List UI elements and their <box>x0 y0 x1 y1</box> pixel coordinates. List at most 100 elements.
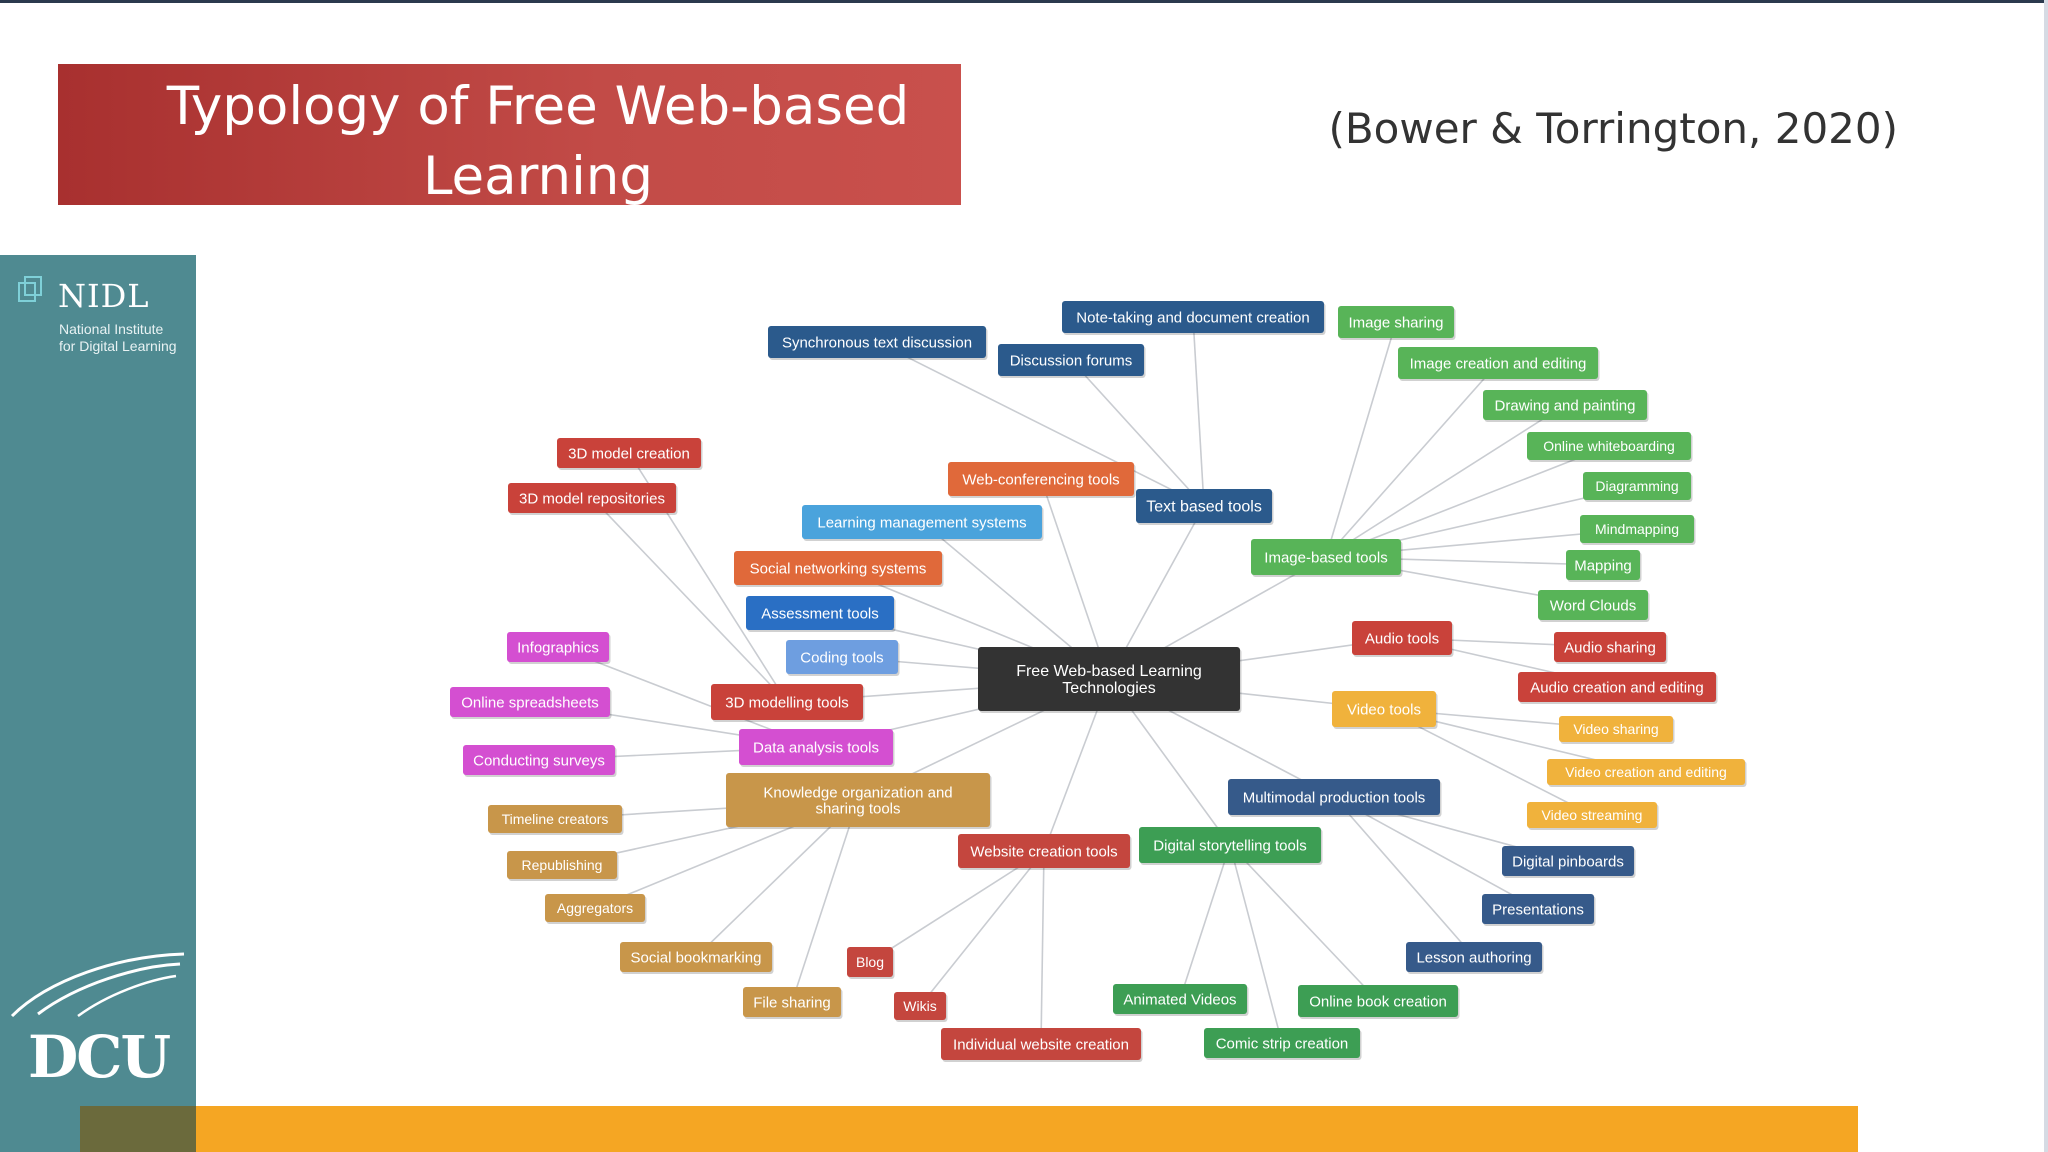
top-border <box>0 0 2048 3</box>
mindmap-node-audio: Audio tools <box>1352 621 1454 657</box>
wikis-label: Wikis <box>903 998 936 1014</box>
dcu-logo-text: DCU <box>28 1023 171 1091</box>
indiv-label: Individual website creation <box>953 1036 1129 1053</box>
edge-image-icreate <box>1325 362 1499 558</box>
know-label-2: sharing tools <box>815 800 900 817</box>
citation: (Bower & Torrington, 2020) <box>1328 104 1898 153</box>
surveys-label: Conducting surveys <box>473 752 605 769</box>
mindmap-node-mapping: Mapping <box>1566 550 1642 582</box>
notes-label: Note-taking and document creation <box>1076 309 1309 326</box>
mindmap-node-bookm: Social bookmarking <box>620 942 774 974</box>
mindmap-node-vstream: Video streaming <box>1527 802 1659 830</box>
edge-story-comic <box>1229 844 1283 1044</box>
mind-label: Mindmapping <box>1595 521 1679 537</box>
mindmap-node-mind: Mindmapping <box>1580 515 1696 545</box>
mindmap-node-lesson: Lesson authoring <box>1406 942 1544 974</box>
mindmap-node-wikis: Wikis <box>894 992 948 1022</box>
mindmap-node-notes: Note-taking and document creation <box>1062 301 1326 335</box>
anim-label: Animated Videos <box>1123 991 1236 1008</box>
white-label: Online whiteboarding <box>1543 438 1675 454</box>
mindmap-node-files: File sharing <box>743 987 843 1019</box>
forums-label: Discussion forums <box>1010 352 1133 369</box>
right-border <box>2044 0 2048 1152</box>
mindmap-node-forums: Discussion forums <box>998 344 1146 378</box>
bookm-label: Social bookmarking <box>631 949 762 966</box>
mapping-label: Mapping <box>1574 557 1632 574</box>
mindmap-node-surveys: Conducting surveys <box>463 745 617 777</box>
mindmap-node-image: Image-based tools <box>1251 539 1403 577</box>
mindmap-node-infog: Infographics <box>507 632 611 664</box>
files-label: File sharing <box>753 994 831 1011</box>
data-label: Data analysis tools <box>753 739 879 756</box>
mindmap-node-text: Text based tools <box>1136 489 1274 525</box>
slide-title: Typology of Free Web-based Learning Tech… <box>166 76 910 205</box>
edge-story-anim <box>1179 844 1231 1000</box>
mindmap-node-data: Data analysis tools <box>739 729 895 767</box>
mindmap-node-website: Website creation tools <box>958 834 1132 870</box>
dcu-swoosh-icon <box>10 952 185 1018</box>
center-label-2: Technologies <box>1062 680 1155 697</box>
clouds-label: Word Clouds <box>1550 597 1636 614</box>
ashare-label: Audio sharing <box>1564 639 1656 656</box>
mindmap-node-timeline: Timeline creators <box>488 805 624 835</box>
edge-story-book <box>1229 844 1379 1002</box>
mindmap-node-coding: Coding tools <box>786 640 900 676</box>
mindmap-node-indiv: Individual website creation <box>941 1028 1143 1062</box>
mindmap-node-present: Presentations <box>1482 894 1596 926</box>
mindmap-node-blog: Blog <box>847 947 895 979</box>
coding-label: Coding tools <box>800 649 883 666</box>
mindmap-node-ishare: Image sharing <box>1338 306 1456 340</box>
nidl-book-icon <box>18 276 42 302</box>
assess-label: Assessment tools <box>761 605 879 622</box>
m3dc-label: 3D model creation <box>568 445 690 462</box>
edge-image-draw <box>1325 404 1566 558</box>
book-label: Online book creation <box>1309 993 1447 1010</box>
mindmap-node-model3d: 3D modelling tools <box>711 684 865 722</box>
mindmap-node-white: Online whiteboarding <box>1527 432 1693 462</box>
mindmap-node-repub: Republishing <box>507 851 619 881</box>
slide-title-banner: Typology of Free Web-based Learning Tech… <box>58 64 961 205</box>
blog-label: Blog <box>856 954 884 970</box>
image-label: Image-based tools <box>1264 549 1387 566</box>
present-label: Presentations <box>1492 901 1584 918</box>
sheets-label: Online spreadsheets <box>461 694 599 711</box>
edge-image-white <box>1325 445 1610 558</box>
mindmap-node-multi: Multimodal production tools <box>1228 779 1442 817</box>
nidl-logo-title: NIDL <box>58 277 150 315</box>
mindmap-node-acreate: Audio creation and editing <box>1518 672 1718 704</box>
mindmap-node-anim: Animated Videos <box>1113 984 1249 1016</box>
mindmap-node-aggr: Aggregators <box>545 894 647 924</box>
mindmap-node-m3dc: 3D model creation <box>557 438 703 470</box>
lms-label: Learning management systems <box>817 514 1026 531</box>
pinboard-label: Digital pinboards <box>1512 853 1624 870</box>
edge-website-indiv <box>1040 850 1045 1045</box>
edge-text-sync <box>876 341 1205 507</box>
nidl-logo-subtitle: National Institute for Digital Learning <box>59 321 177 354</box>
vshare-label: Video sharing <box>1573 721 1658 737</box>
mindmap-node-video: Video tools <box>1332 691 1438 729</box>
mindmap-node-book: Online book creation <box>1298 985 1460 1019</box>
edge-website-blog <box>869 850 1045 963</box>
mindmap-node-comic: Comic strip creation <box>1204 1028 1362 1060</box>
story-label: Digital storytelling tools <box>1153 837 1306 854</box>
comic-label: Comic strip creation <box>1216 1035 1349 1052</box>
mindmap-node-icreate: Image creation and editing <box>1398 347 1600 381</box>
draw-label: Drawing and painting <box>1495 397 1636 414</box>
center-label-1: Free Web-based Learning <box>1016 663 1202 680</box>
mindmap-node-m3dr: 3D model repositories <box>508 483 678 515</box>
lesson-label: Lesson authoring <box>1416 949 1531 966</box>
edge-model3d-m3dr <box>591 497 788 703</box>
timeline-label: Timeline creators <box>502 811 609 827</box>
mindmap-node-webconf: Web-conferencing tools <box>948 462 1136 498</box>
video-label: Video tools <box>1347 701 1421 718</box>
repub-label: Republishing <box>522 857 603 873</box>
mindmap-node-draw: Drawing and painting <box>1483 390 1649 422</box>
mindmap-node-lms: Learning management systems <box>802 505 1044 541</box>
sidebar: NIDL National Institute for Digital Lear… <box>0 255 196 1152</box>
acreate-label: Audio creation and editing <box>1530 679 1703 696</box>
infog-label: Infographics <box>517 639 599 656</box>
edge-know-files <box>791 799 859 1003</box>
